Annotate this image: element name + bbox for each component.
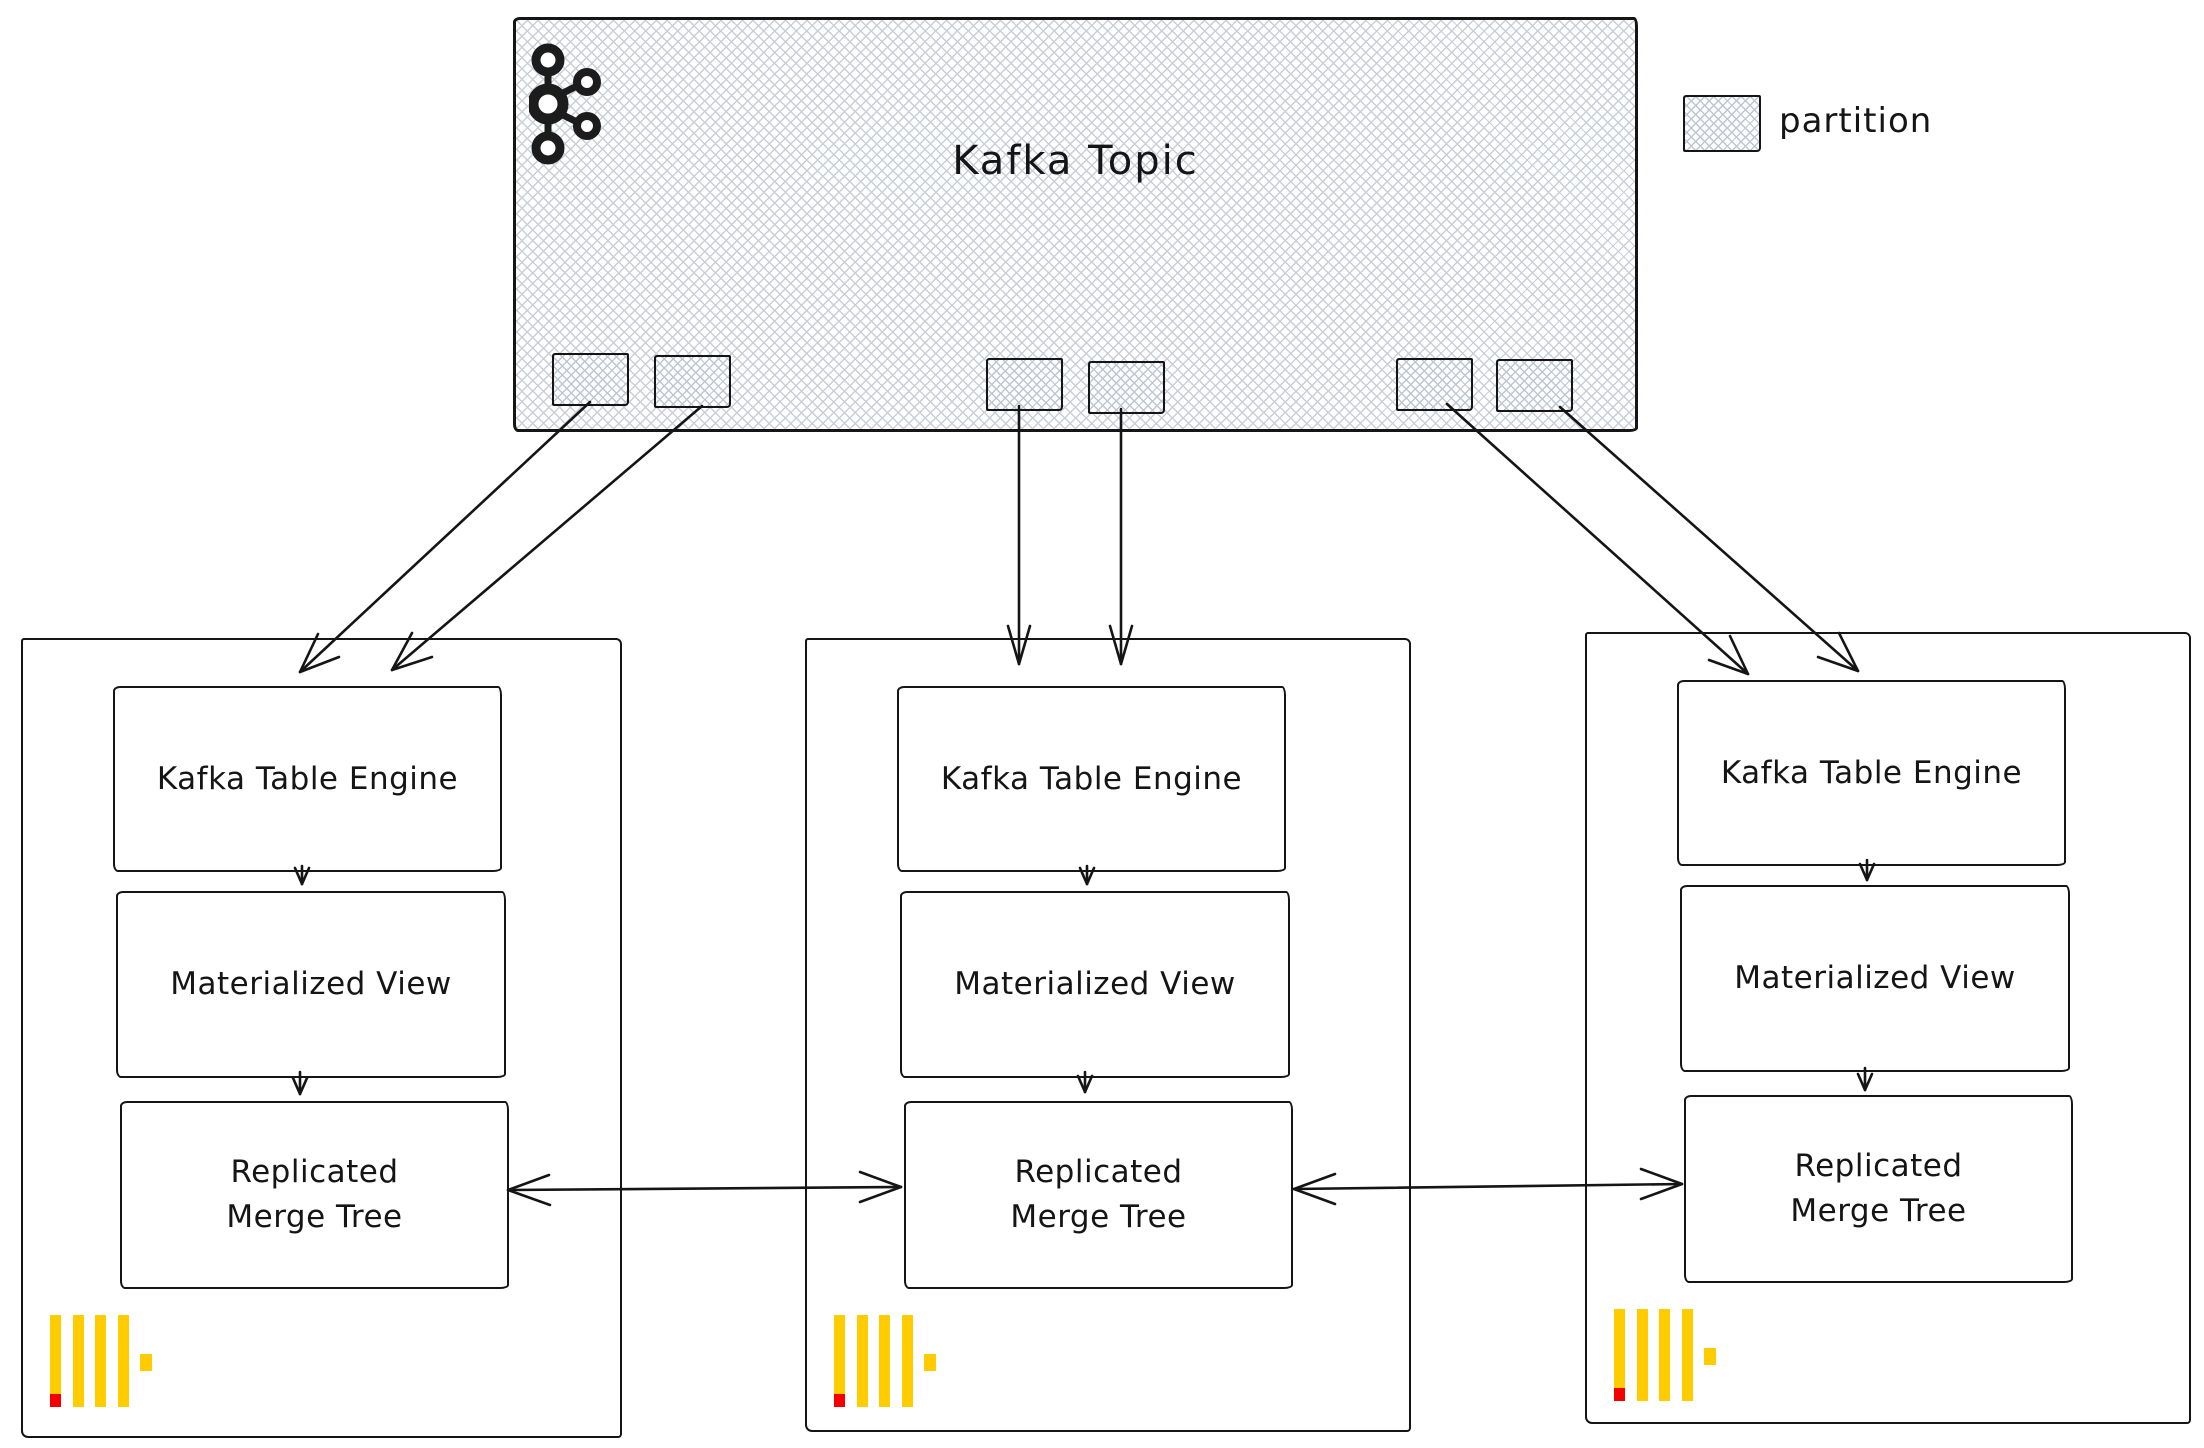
- logo-bar: [902, 1315, 913, 1407]
- materialized-view-box: Materialized View: [1680, 885, 2070, 1072]
- label-line-2: Merge Tree: [226, 1199, 403, 1235]
- label-line-1: Replicated: [1794, 1148, 1963, 1185]
- materialized-view-box: Materialized View: [116, 891, 506, 1078]
- replicated-merge-tree-label: Replicated Merge Tree: [1010, 1150, 1186, 1240]
- logo-bar: [73, 1315, 84, 1407]
- partition-box-1: [552, 353, 629, 406]
- replicated-merge-tree-box: Replicated Merge Tree: [904, 1101, 1293, 1289]
- clickhouse-icon: [1614, 1309, 1739, 1404]
- logo-red-foot: [50, 1394, 61, 1407]
- materialized-view-label: Materialized View: [170, 966, 452, 1003]
- partition-box-3: [986, 358, 1063, 411]
- logo-red-foot: [1614, 1388, 1625, 1401]
- materialized-view-box: Materialized View: [900, 891, 1290, 1078]
- kafka-table-engine-label: Kafka Table Engine: [156, 760, 459, 797]
- logo-bar: [50, 1315, 61, 1407]
- logo-bar: [1637, 1309, 1648, 1401]
- logo-bar: [857, 1315, 868, 1407]
- kafka-table-engine-box: Kafka Table Engine: [113, 686, 502, 872]
- partition-box-2: [654, 355, 731, 408]
- logo-bar: [834, 1315, 845, 1407]
- kafka-table-engine-label: Kafka Table Engine: [940, 760, 1243, 797]
- materialized-view-label: Materialized View: [954, 966, 1236, 1003]
- clickhouse-node-1: Kafka Table Engine Materialized View Rep…: [21, 638, 622, 1438]
- partition-swatch-icon: [1683, 95, 1761, 152]
- partition-box-4: [1088, 361, 1165, 414]
- logo-bar: [1682, 1309, 1693, 1401]
- kafka-table-engine-box: Kafka Table Engine: [897, 686, 1286, 872]
- label-line-1: Replicated: [230, 1154, 399, 1191]
- replicated-merge-tree-label: Replicated Merge Tree: [1790, 1144, 1966, 1234]
- logo-square: [1704, 1348, 1716, 1365]
- label-line-1: Replicated: [1014, 1154, 1183, 1191]
- logo-square: [924, 1354, 936, 1371]
- kafka-topic-title: Kafka Topic: [952, 138, 1199, 184]
- replicated-merge-tree-label: Replicated Merge Tree: [226, 1150, 402, 1240]
- legend: partition: [1683, 95, 2103, 155]
- partition-box-5: [1396, 358, 1473, 411]
- kafka-icon: [529, 43, 601, 165]
- logo-bar: [1614, 1309, 1625, 1401]
- label-line-2: Merge Tree: [1010, 1199, 1187, 1235]
- logo-red-foot: [834, 1394, 845, 1407]
- replicated-merge-tree-box: Replicated Merge Tree: [1684, 1095, 2073, 1283]
- kafka-table-engine-box: Kafka Table Engine: [1677, 680, 2066, 866]
- clickhouse-node-3: Kafka Table Engine Materialized View Rep…: [1585, 632, 2191, 1424]
- materialized-view-label: Materialized View: [1734, 960, 2016, 997]
- label-line-2: Merge Tree: [1790, 1193, 1967, 1229]
- legend-label: partition: [1779, 101, 1933, 141]
- replicated-merge-tree-box: Replicated Merge Tree: [120, 1101, 509, 1289]
- clickhouse-node-2: Kafka Table Engine Materialized View Rep…: [805, 638, 1411, 1432]
- clickhouse-icon: [834, 1315, 959, 1410]
- logo-bar: [95, 1315, 106, 1407]
- partition-box-6: [1496, 359, 1573, 412]
- kafka-table-engine-label: Kafka Table Engine: [1720, 754, 2023, 791]
- logo-bar: [118, 1315, 129, 1407]
- logo-bar: [879, 1315, 890, 1407]
- kafka-topic-panel: Kafka Topic: [513, 17, 1638, 432]
- logo-square: [140, 1354, 152, 1371]
- logo-bar: [1659, 1309, 1670, 1401]
- clickhouse-icon: [50, 1315, 175, 1410]
